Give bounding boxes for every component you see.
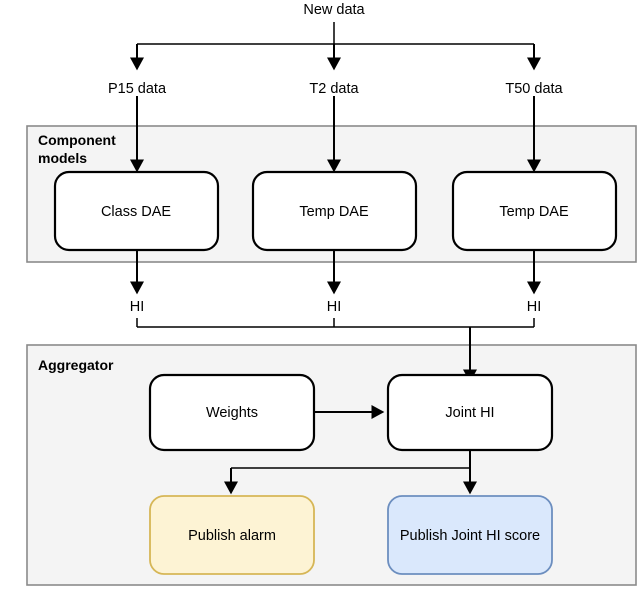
label-hi-left: HI [130,299,145,315]
group-label-aggregator: Aggregator [38,357,114,373]
node-label-class-dae: Class DAE [101,204,171,220]
label-t2-data: T2 data [309,81,359,97]
label-hi-right: HI [527,299,542,315]
group-label-component-models-line2: models [38,150,87,166]
node-temp-dae-1[interactable] [251,170,418,252]
node-label-publish-alarm: Publish alarm [188,528,276,544]
label-new-data: New data [303,2,365,18]
node-label-publish-joint-hi-score: Publish Joint HI score [400,528,540,544]
node-label-weights: Weights [206,405,258,421]
label-p15-data: P15 data [108,81,167,97]
node-class-dae[interactable] [53,170,220,252]
node-label-temp-dae-1: Temp DAE [299,204,369,220]
node-publish-alarm[interactable] [149,495,315,575]
node-publish-joint-hi-score[interactable] [387,495,553,575]
node-label-temp-dae-2: Temp DAE [499,204,569,220]
node-temp-dae-2[interactable] [451,170,618,252]
label-t50-data: T50 data [505,81,563,97]
group-label-component-models-line1: Component [38,132,116,148]
label-hi-middle: HI [327,299,342,315]
node-label-joint-hi: Joint HI [445,405,494,421]
